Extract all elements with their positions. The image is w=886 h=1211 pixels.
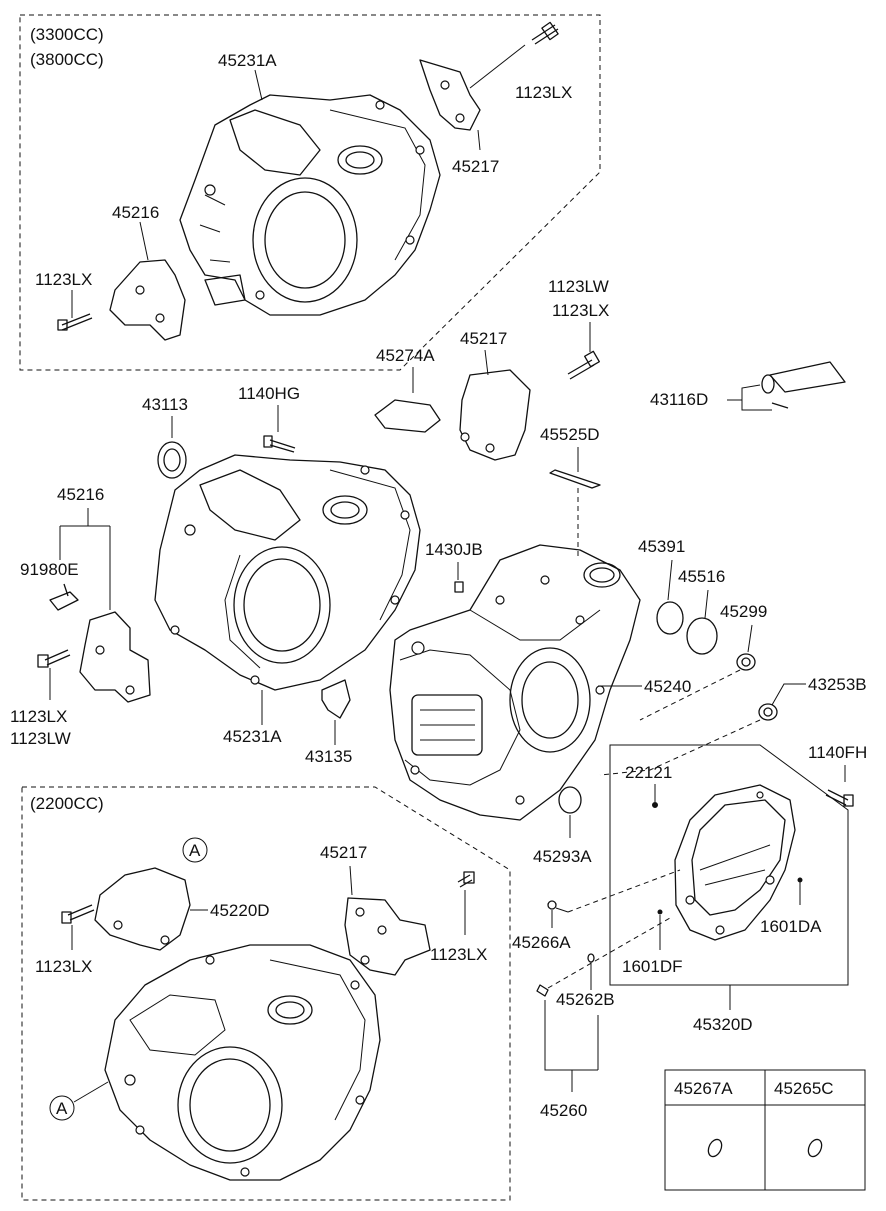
bracket-45274A (374, 399, 441, 433)
bracket-45217-low (344, 897, 431, 976)
label-45516: 45516 (678, 567, 725, 586)
variant-3800cc-label: (3800CC) (30, 50, 104, 69)
o-ring-45267A (707, 1138, 723, 1158)
side-cover-assy-45320D: 45320D 22121 1601DA 1601DF (609, 744, 849, 1034)
group-2200: (2200CC) A 45220D 1123LX 45217 1123LX (21, 786, 511, 1201)
label-1601DA: 1601DA (760, 917, 822, 936)
label-1123LX-top-left: 1123LX (35, 270, 92, 289)
label-1430JB: 1430JB (425, 540, 483, 559)
label-1140FH: 1140FH (808, 743, 867, 762)
variant-3300cc-label: (3300CC) (30, 25, 104, 44)
group-main: 1123LW 1123LX 45217 45274A 43116D 43113 … (10, 277, 867, 866)
label-1601DF: 1601DF (622, 957, 682, 976)
label-45262B: 45262B (556, 990, 615, 1009)
callout-a-top (182, 837, 208, 863)
label-43135: 43135 (305, 747, 352, 766)
label-43116D: 43116D (650, 390, 708, 409)
table-header-45265C: 45265C (774, 1079, 834, 1098)
o-ring-45516 (686, 617, 718, 655)
label-45293A: 45293A (533, 847, 592, 866)
bracket-45216-top (57, 259, 186, 341)
label-1123LX-low-right: 1123LX (430, 945, 487, 964)
group-2200-boundary (21, 786, 511, 1201)
label-43113: 43113 (142, 395, 188, 414)
sealant-tube-43116D (769, 361, 846, 393)
label-45274A: 45274A (376, 346, 435, 365)
o-ring-45391 (656, 601, 684, 635)
label-1123LX-low-left: 1123LX (35, 957, 92, 976)
bracket-45220D (94, 867, 191, 951)
label-45217-top: 45217 (452, 157, 499, 176)
label-45266A: 45266A (512, 933, 571, 952)
label-1123LX-left: 1123LX (10, 707, 67, 726)
converter-housing-low (104, 944, 381, 1181)
callout-a-top-letter: A (189, 841, 201, 860)
label-22121: 22121 (625, 763, 672, 782)
bracket-45217-mid (459, 369, 531, 461)
label-91980E: 91980E (20, 560, 79, 579)
label-1123LX-top-right: 1123LX (515, 83, 572, 102)
callout-a-bottom (49, 1095, 75, 1121)
oil-seal-43113 (157, 441, 187, 479)
label-45231A-mid: 45231A (223, 727, 282, 746)
plate-43135 (321, 679, 351, 719)
parts-table: 45267A 45265C (664, 1069, 866, 1191)
label-45216-mid: 45216 (57, 485, 104, 504)
group-3300-boundary (19, 14, 601, 371)
label-45231A-top: 45231A (218, 51, 277, 70)
label-1140HG: 1140HG (238, 384, 300, 403)
label-1123LW-left: 1123LW (10, 729, 71, 748)
label-45217-mid: 45217 (460, 329, 507, 348)
label-45299: 45299 (720, 602, 767, 621)
table-header-45267A: 45267A (674, 1079, 733, 1098)
converter-housing-top (179, 94, 441, 316)
bracket-45217-top (419, 21, 559, 131)
label-43253B: 43253B (808, 675, 867, 694)
transaxle-case-45240 (389, 544, 641, 821)
cover-assy-bracket-box (609, 744, 849, 986)
bush-43253B (758, 703, 778, 721)
label-45525D: 45525D (540, 425, 600, 444)
group-3300-3800: (3300CC) (3800CC) 45231A (19, 14, 601, 371)
converter-housing-mid (154, 454, 421, 691)
label-45320D: 45320D (693, 1015, 753, 1034)
o-ring-45293A (558, 786, 582, 814)
bracket-45216-mid (79, 611, 151, 703)
variant-2200cc-label: (2200CC) (30, 794, 104, 813)
label-45216-top: 45216 (112, 203, 159, 222)
label-45391: 45391 (638, 537, 685, 556)
bush-45299 (736, 653, 756, 671)
label-45240: 45240 (644, 677, 691, 696)
plug-parts: 45266A 45262B 45260 (512, 869, 681, 1120)
label-1123LX-mid: 1123LX (552, 301, 609, 320)
label-45260: 45260 (540, 1101, 587, 1120)
label-1123LW-mid: 1123LW (548, 277, 609, 296)
label-45220D: 45220D (210, 901, 270, 920)
label-45217-low: 45217 (320, 843, 367, 862)
callout-a-bottom-letter: A (56, 1099, 68, 1118)
o-ring-45265C (807, 1138, 823, 1158)
